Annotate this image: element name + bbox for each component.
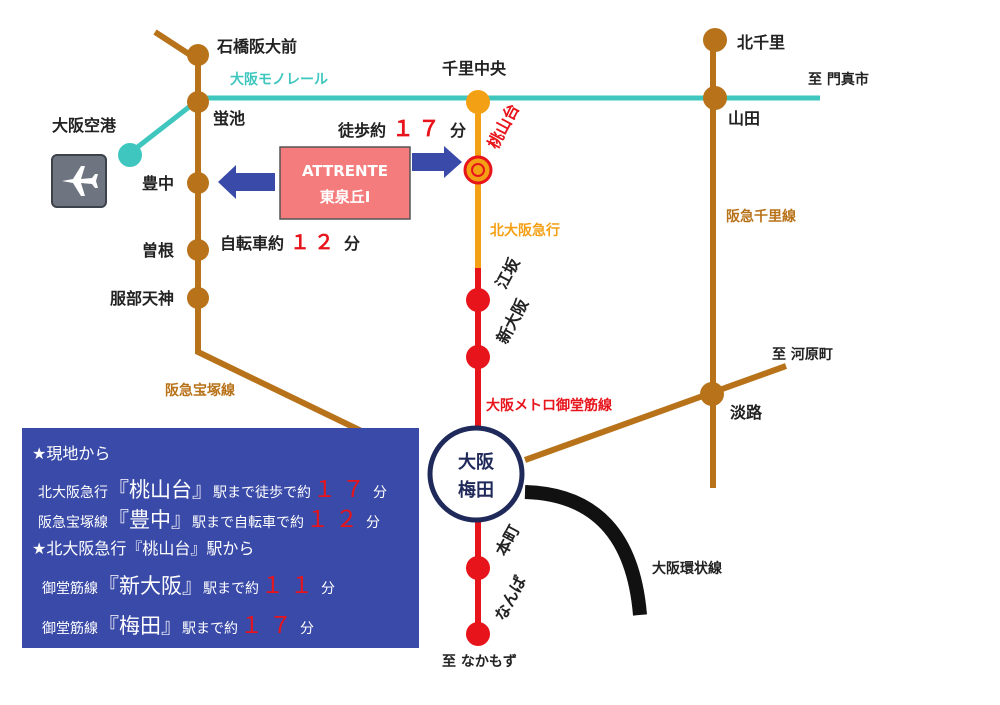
label-line-senri: 阪急千里線	[726, 208, 796, 225]
label-shin-osaka: 新大阪	[493, 295, 533, 347]
walk-unit: 分	[450, 121, 466, 140]
sone-station-dot[interactable]	[187, 239, 209, 261]
label-momoyamadai: 桃山台	[484, 101, 523, 152]
info-r1-num: １７	[313, 477, 371, 503]
esaka-station-dot[interactable]	[466, 288, 490, 312]
label-line-kitakyu: 北大阪急行	[490, 222, 560, 239]
namba-station-dot[interactable]	[466, 622, 490, 646]
walk-note: 徒歩約 １７ 分	[337, 117, 466, 142]
info-r1-mid: 駅まで徒歩で約	[213, 485, 311, 501]
info-r1-unit: 分	[373, 485, 387, 501]
label-namba: なんば	[491, 573, 530, 624]
info-r4-unit: 分	[300, 621, 314, 637]
label-honmachi: 本町	[492, 522, 524, 559]
label-dest-nakamozu: 至 なかもず	[442, 653, 517, 670]
ishibashi-station-dot[interactable]	[187, 44, 209, 66]
info-r2-pre: 阪急宝塚線	[38, 515, 108, 531]
umeda-station-circle[interactable]	[427, 425, 525, 523]
info-r3-unit: 分	[321, 581, 335, 597]
label-toyonaka: 豊中	[142, 174, 174, 193]
label-line-midosuji: 大阪メトロ御堂筋線	[486, 397, 612, 414]
label-ishibashi: 石橋阪大前	[216, 37, 297, 56]
property-box[interactable]	[279, 146, 411, 220]
kitasenri-station-dot[interactable]	[703, 28, 727, 52]
bike-unit: 分	[344, 234, 360, 253]
info-r1-big: 『桃山台』	[108, 478, 213, 502]
info-r4-num: １７	[240, 613, 298, 639]
info-head-1: ★現地から	[32, 444, 111, 463]
label-kitasenri: 北千里	[737, 33, 785, 52]
honmachi-station-dot[interactable]	[466, 556, 490, 580]
info-r4-big: 『梅田』	[98, 614, 182, 638]
info-r2-num: １２	[306, 507, 364, 533]
label-dest-kadoma: 至 門真市	[808, 71, 869, 88]
property-name-1: ATTRENTE	[302, 162, 388, 180]
arrow-left-to-toyonaka	[218, 165, 275, 199]
momoyamadai-station-inner	[471, 163, 485, 177]
label-line-takarazuka: 阪急宝塚線	[165, 382, 235, 399]
bike-num: １２	[290, 230, 338, 254]
info-head-2: ★北大阪急行『桃山台』駅から	[32, 539, 255, 558]
hotarugaike-station-dot[interactable]	[187, 91, 209, 113]
walk-prefix: 徒歩約	[337, 121, 386, 140]
label-line-loop: 大阪環状線	[652, 560, 722, 577]
label-sone: 曽根	[142, 241, 174, 260]
label-umeda-2: 梅田	[458, 479, 494, 501]
info-r4-pre: 御堂筋線	[42, 621, 98, 637]
info-r2-mid: 駅まで自転車で約	[192, 515, 304, 531]
awaji-station-dot[interactable]	[700, 382, 724, 406]
property-name-2: 東泉丘Ⅰ	[320, 188, 371, 206]
label-umeda-1: 大阪	[458, 451, 495, 473]
label-airport: 大阪空港	[52, 116, 117, 135]
hattori-station-dot[interactable]	[187, 287, 209, 309]
label-yamada: 山田	[728, 109, 760, 128]
label-hotarugaike: 蛍池	[213, 109, 245, 128]
walk-num: １７	[392, 117, 444, 142]
label-esaka: 江坂	[492, 254, 524, 292]
info-r1-pre: 北大阪急行	[38, 485, 108, 501]
label-line-monorail: 大阪モノレール	[230, 71, 328, 88]
airport-station-dot[interactable]	[118, 143, 142, 167]
monorail-airport-branch	[128, 98, 200, 155]
label-hattori: 服部天神	[110, 289, 174, 308]
senri-chuo-station-dot[interactable]	[466, 90, 490, 114]
info-r2-big: 『豊中』	[108, 508, 192, 532]
yamada-station-dot[interactable]	[703, 86, 727, 110]
label-awaji: 淡路	[730, 403, 763, 422]
info-r3-pre: 御堂筋線	[42, 581, 98, 597]
info-r3-mid: 駅まで約	[203, 581, 259, 597]
arrow-right-to-momoyamadai	[412, 146, 462, 178]
label-dest-kawaramachi: 至 河原町	[772, 346, 833, 363]
bike-note: 自転車約 １２ 分	[220, 230, 360, 254]
shin-osaka-station-dot[interactable]	[466, 345, 490, 369]
airplane-icon	[51, 154, 107, 208]
toyonaka-station-dot[interactable]	[187, 172, 209, 194]
loop-line	[524, 485, 647, 616]
info-r2-unit: 分	[366, 515, 380, 531]
senri-kawaramachi-line	[523, 363, 788, 463]
label-senri-chuo: 千里中央	[442, 59, 507, 78]
info-r3-num: １１	[261, 573, 319, 599]
info-r3-big: 『新大阪』	[98, 574, 203, 598]
bike-prefix: 自転車約	[220, 234, 284, 253]
info-r4-mid: 駅まで約	[182, 621, 238, 637]
takarazuka-line	[153, 29, 382, 443]
